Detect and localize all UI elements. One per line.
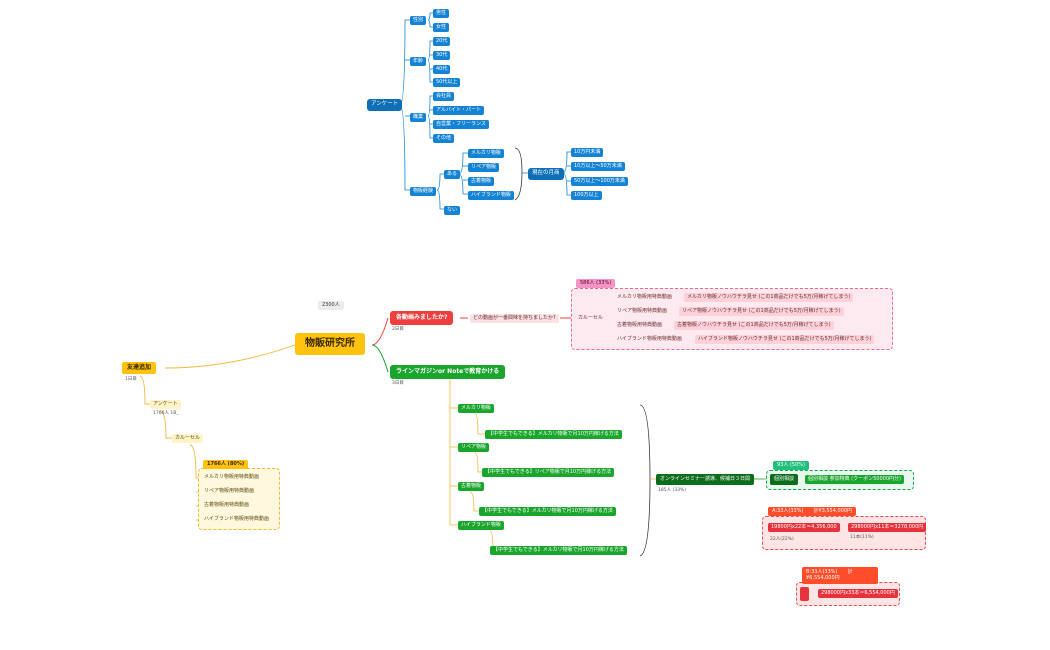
- consult-node[interactable]: 個別相談: [770, 474, 799, 485]
- plan-a-right-note: 11本(11%): [850, 535, 874, 540]
- video-row-a[interactable]: メルカリ物販用特典動画: [617, 294, 672, 300]
- age-40s[interactable]: 40代: [433, 65, 451, 74]
- interest-question[interactable]: どの動画が一番興味を持ちましたか?: [470, 314, 559, 323]
- seminar-count: 185人 (33%): [658, 488, 687, 493]
- plan-b-tag: B:33人(33%) 計¥6,554,000円: [802, 567, 878, 584]
- left-carousel-item[interactable]: リペア物販用特典動画: [204, 488, 255, 494]
- video-row-a[interactable]: ハイブランド物販用特典動画: [617, 336, 682, 342]
- left-survey-count: 1766人 1B_: [153, 411, 179, 416]
- video-row-b[interactable]: 古着物販ノウハウチラ見せ (この1商品だけでも5万/月稼げてしまう): [674, 321, 834, 330]
- exp-repair[interactable]: リペア物販: [468, 163, 500, 172]
- left-carousel-item[interactable]: メルカリ物販用特典動画: [204, 474, 259, 480]
- education-article[interactable]: 【中学生でもできる】リペア物販で月10万円稼げる方法: [482, 468, 615, 477]
- experience-no[interactable]: ない: [444, 206, 461, 215]
- sales-10-50[interactable]: 10万以上〜50万未満: [571, 162, 625, 171]
- survey-root[interactable]: アンケート: [367, 99, 403, 111]
- monthly-sales[interactable]: 現在の月商: [528, 168, 564, 180]
- left-carousel-item[interactable]: 古着物販用特典動画: [204, 502, 250, 508]
- age-50s[interactable]: 50代以上: [433, 78, 461, 87]
- video-row-a[interactable]: リペア物販用特典動画: [617, 308, 668, 314]
- video-count-tag: 586人 (33%): [576, 279, 616, 288]
- sales-under-10[interactable]: 10万円未満: [571, 148, 604, 157]
- gender-female[interactable]: 女性: [433, 23, 450, 32]
- education-category[interactable]: リペア物販: [458, 443, 490, 452]
- education-node[interactable]: ラインマガジンor Noteで教育かける: [390, 365, 506, 379]
- left-survey-node[interactable]: アンケート: [150, 400, 181, 409]
- sales-50-100[interactable]: 50万以上〜100万未満: [571, 177, 628, 186]
- friend-add-day: 1日目: [125, 377, 137, 382]
- job-employee[interactable]: 会社員: [433, 92, 455, 101]
- exp-highbrand[interactable]: ハイブランド物販: [468, 191, 514, 200]
- education-category[interactable]: メルカリ物販: [458, 404, 494, 413]
- friend-add-node[interactable]: 友達追加: [122, 362, 157, 374]
- video-row-b[interactable]: メルカリ物販ノウハウチラ見せ (この1商品だけでも5万/月稼げてしまう): [684, 293, 854, 302]
- survey-experience[interactable]: 物販経験: [410, 187, 437, 196]
- video-row-a[interactable]: 古着物販用特典動画: [617, 322, 663, 328]
- consult-count-tag: 93人 (50%): [773, 461, 809, 470]
- education-category[interactable]: 古着物販: [458, 482, 485, 491]
- plan-b-left[interactable]: [800, 587, 809, 601]
- plan-b-right[interactable]: 298000円x33本＝6,554,000円: [818, 589, 898, 598]
- education-article[interactable]: 【中学生でもできる】メルカリ物販で月10万円稼げる方法: [490, 546, 627, 555]
- plan-a-group: [762, 516, 926, 550]
- survey-job[interactable]: 職業: [410, 113, 427, 122]
- seminar-node[interactable]: オンラインセミナー誘導、候補日３日間: [656, 474, 755, 485]
- education-day: 3日目: [392, 381, 404, 386]
- job-other[interactable]: その他: [433, 134, 455, 143]
- age-20s[interactable]: 20代: [433, 37, 451, 46]
- video-row-b[interactable]: ハイブランド物販ノウハウチラ見せ (この1商品だけでも5万/月稼げてしまう): [695, 335, 875, 344]
- sales-over-100[interactable]: 100万以上: [571, 191, 602, 200]
- video-carousel-node[interactable]: カルーセル: [578, 315, 604, 321]
- video-row-b[interactable]: リペア物販ノウハウチラ見せ (この1商品だけでも5万/月稼げてしまう): [679, 307, 844, 316]
- left-carousel-node[interactable]: カルーセル: [172, 434, 204, 443]
- plan-a-left[interactable]: 19800円x22本＝4,356,000: [768, 523, 840, 532]
- plan-a-right[interactable]: 298000円x11本＝3278,000円: [848, 523, 927, 532]
- experience-yes[interactable]: ある: [444, 170, 461, 179]
- exp-vintage[interactable]: 古着物販: [468, 177, 495, 186]
- gender-male[interactable]: 男性: [433, 9, 450, 18]
- video-question-day: 2日目: [392, 327, 404, 332]
- education-article[interactable]: 【中学生でもできる】メルカリ物販で月10万円稼げる方法: [479, 507, 616, 516]
- exp-mercari[interactable]: メルカリ物販: [468, 149, 504, 158]
- video-question-node[interactable]: 各動画みましたか?: [390, 311, 454, 325]
- survey-gender[interactable]: 性別: [410, 16, 427, 25]
- root-node[interactable]: 物販研究所: [295, 333, 365, 355]
- age-30s[interactable]: 30代: [433, 51, 451, 60]
- root-count: 2300人: [318, 301, 344, 310]
- education-article[interactable]: 【中学生でもできる】メルカリ物販で月10万円稼げる方法: [485, 430, 622, 439]
- carousel-count-tag: 1766人 (80%): [203, 460, 249, 469]
- job-parttime[interactable]: アルバイト・パート: [433, 106, 484, 115]
- plan-a-tag: A:33人(33%) 計¥3,554,000円: [768, 507, 857, 516]
- education-category[interactable]: ハイブランド物販: [458, 521, 504, 530]
- consult-bonus[interactable]: 個別相談 参加特典 (クーポン50000円分): [805, 475, 904, 484]
- survey-age[interactable]: 年齢: [410, 57, 427, 66]
- left-carousel-item[interactable]: ハイブランド物販用特典動画: [204, 516, 269, 522]
- plan-a-left-note: 22人(22%): [770, 537, 794, 542]
- job-freelance[interactable]: 自営業・フリーランス: [433, 120, 489, 129]
